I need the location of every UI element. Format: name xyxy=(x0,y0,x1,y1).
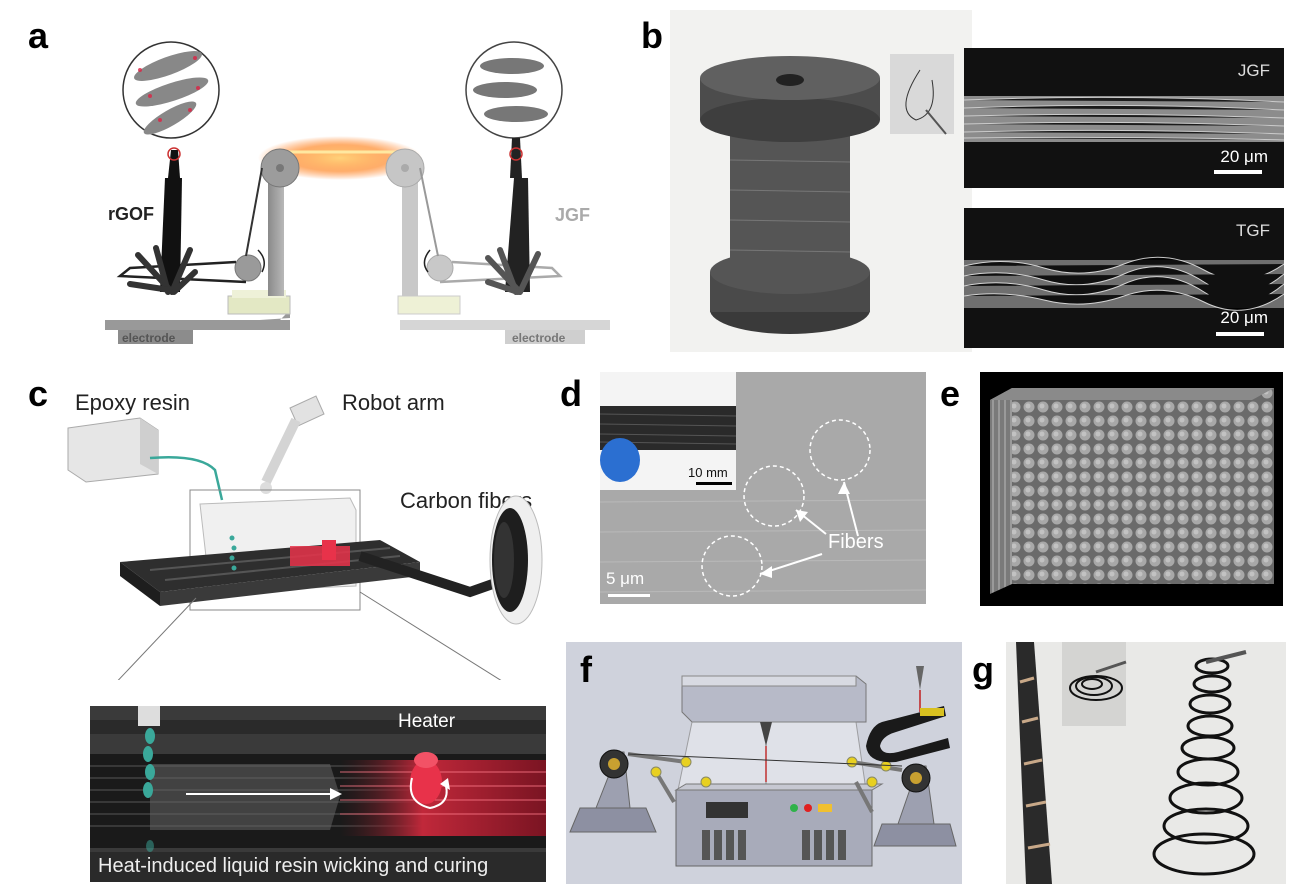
sem-jgf-scale: 20 μm xyxy=(1220,147,1268,166)
panel-a-diagram xyxy=(105,41,610,344)
printer-diagram xyxy=(569,666,957,867)
sem-fibers-image: 10 mm Fibers 5 μm xyxy=(600,372,926,604)
panel-c-letter: c xyxy=(28,373,49,414)
sem-jgf-label: JGF xyxy=(1237,61,1270,80)
panel-a-letter: a xyxy=(28,15,49,56)
panel-e: e xyxy=(940,370,1297,610)
sem-tgf-label: TGF xyxy=(1236,221,1270,240)
sem-tgf-scale: 20 μm xyxy=(1220,308,1268,327)
left-cone xyxy=(160,178,182,292)
panel-e-letter: e xyxy=(940,373,961,414)
panel-g: g xyxy=(966,642,1297,888)
panel-b-letter: b xyxy=(641,15,663,56)
carbon-fibers-label: Carbon fibers xyxy=(400,488,533,513)
panel-c: c Epoxy resin Robot arm Carbon fibers xyxy=(0,370,560,888)
rgof-label: rGOF xyxy=(108,204,155,224)
scale-5um-label: 5 μm xyxy=(606,569,645,588)
panel-d: d xyxy=(560,370,940,610)
heater-label: Heater xyxy=(398,711,456,732)
inset-scale-label: 10 mm xyxy=(688,465,728,480)
epoxy-label: Epoxy resin xyxy=(75,390,190,415)
fibers-label: Fibers xyxy=(828,531,884,553)
sem-tgf: TGF 20 μm xyxy=(964,208,1284,348)
sem-jgf: JGF 20 μm xyxy=(964,48,1284,188)
panel-g-letter: g xyxy=(972,649,994,690)
coil-photo xyxy=(1006,642,1286,884)
panel-f-letter: f xyxy=(580,649,592,690)
spool-photo xyxy=(670,10,972,352)
panel-a: a xyxy=(0,0,640,360)
panel-f: f xyxy=(566,642,962,884)
panel-b: b xyxy=(640,0,1297,360)
micro-ct-image xyxy=(980,372,1283,606)
panel-d-letter: d xyxy=(560,373,582,414)
right-electrode-label: electrode xyxy=(512,331,566,345)
jgf-label: JGF xyxy=(555,205,591,225)
zoom-caption: Heat-induced liquid resin wicking and cu… xyxy=(98,855,489,877)
zoom-view: Heater Heat-induced liquid resin wicking… xyxy=(90,706,546,882)
robot-arm-label: Robot arm xyxy=(342,390,445,415)
panel-c-setup xyxy=(67,395,543,680)
left-electrode-label: electrode xyxy=(122,331,176,345)
